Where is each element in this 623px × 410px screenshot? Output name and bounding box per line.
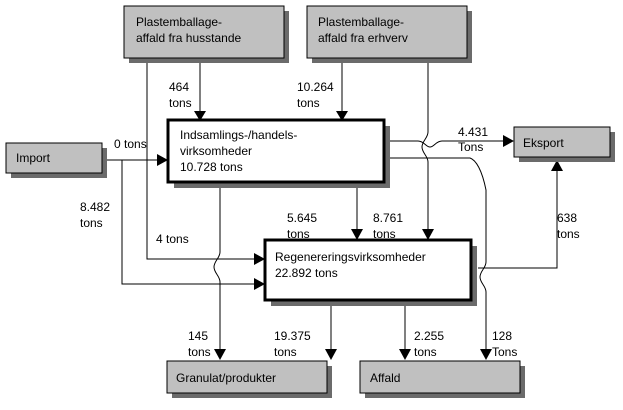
node-import-label: Import bbox=[16, 151, 51, 165]
flow-recycling-to-waste-value: 2.255 bbox=[414, 329, 444, 343]
node-waste-label: Affald bbox=[370, 371, 400, 385]
flow-collection-to-export-value: 4.431 bbox=[458, 125, 488, 139]
arrowheads bbox=[157, 111, 563, 360]
flow-collection-to-recycling-unit: tons bbox=[287, 227, 310, 241]
arrowhead-import-to-collection bbox=[157, 154, 168, 166]
flow-recycling-to-export-unit: tons bbox=[557, 227, 580, 241]
arrowhead-recycling-to-waste bbox=[399, 349, 411, 360]
flow-recycling-to-waste-unit: tons bbox=[414, 345, 437, 359]
line-household-to-recycling bbox=[146, 62, 256, 260]
flow-recycling-to-granulate-value: 19.375 bbox=[274, 329, 311, 343]
arrowhead-collection-to-waste bbox=[480, 349, 492, 360]
node-recycling-line2: 22.892 tons bbox=[275, 266, 338, 280]
arrowhead-collection-to-recycling bbox=[351, 229, 363, 240]
line-collection-to-export bbox=[386, 140, 504, 148]
node-collection-line3: 10.728 tons bbox=[180, 160, 243, 174]
node-import: Import bbox=[5, 142, 107, 178]
flow-business-to-collection-unit: tons bbox=[297, 96, 320, 110]
node-business-line2: affald fra erhverv bbox=[318, 31, 408, 45]
line-business-to-recycling bbox=[421, 62, 429, 231]
flow-import-to-recycling-unit: tons bbox=[80, 216, 103, 230]
flow-household-to-collection-value: 464 bbox=[169, 80, 189, 94]
arrowhead-recycling-to-export bbox=[551, 160, 563, 171]
arrowhead-business-to-recycling bbox=[422, 229, 434, 240]
flow-lines bbox=[102, 62, 558, 350]
arrowhead-household-to-recycling bbox=[254, 253, 265, 265]
flow-collection-to-waste-unit: Tons bbox=[492, 345, 517, 359]
arrowhead-household-to-collection bbox=[194, 111, 206, 121]
node-granulate-label: Granulat/produkter bbox=[176, 371, 276, 385]
line-recycling-to-export bbox=[478, 168, 558, 269]
node-business: Plastemballage- affald fra erhverv bbox=[306, 5, 472, 63]
flow-recycling-to-granulate-unit: tons bbox=[274, 345, 297, 359]
node-export-label: Eksport bbox=[523, 136, 564, 150]
node-household-line1: Plastemballage- bbox=[136, 15, 222, 29]
arrowhead-business-to-collection bbox=[336, 111, 348, 121]
flow-business-to-recycling-unit: tons bbox=[373, 227, 396, 241]
arrowhead-collection-to-export bbox=[503, 135, 514, 147]
node-export: Eksport bbox=[513, 126, 615, 162]
flow-collection-to-export-unit: Tons bbox=[458, 140, 483, 154]
node-business-line1: Plastemballage- bbox=[318, 15, 404, 29]
flow-business-to-recycling-value: 8.761 bbox=[373, 211, 403, 225]
line-collection-to-granulate bbox=[213, 185, 221, 350]
flow-collection-to-granulate-value: 145 bbox=[188, 329, 208, 343]
flow-import-to-recycling-value: 8.482 bbox=[80, 200, 110, 214]
node-granulate: Granulat/produkter bbox=[166, 360, 332, 398]
node-collection-line2: virksomheder bbox=[180, 144, 252, 158]
flow-collection-to-granulate-unit: tons bbox=[188, 345, 211, 359]
flow-import-to-collection-label: 0 tons bbox=[114, 137, 147, 151]
node-household: Plastemballage- affald fra husstande bbox=[123, 5, 289, 63]
arrowhead-import-to-recycling bbox=[254, 278, 265, 290]
node-recycling-line1: Regenereringsvirksomheder bbox=[275, 250, 426, 264]
arrowhead-recycling-to-granulate bbox=[325, 349, 337, 360]
node-household-line2: affald fra husstande bbox=[136, 31, 242, 45]
flow-collection-to-waste-value: 128 bbox=[492, 329, 512, 343]
flow-labels: 464 tons 10.264 tons 0 tons 8.482 tons 4… bbox=[80, 80, 580, 359]
node-collection-line1: Indsamlings-/handels- bbox=[180, 128, 297, 142]
node-waste: Affald bbox=[359, 360, 525, 398]
flow-household-to-collection-unit: tons bbox=[169, 96, 192, 110]
flow-collection-to-recycling-value: 5.645 bbox=[287, 211, 317, 225]
flow-household-to-recycling-label: 4 tons bbox=[156, 232, 189, 246]
flow-business-to-collection-value: 10.264 bbox=[297, 80, 334, 94]
node-recycling: Regenereringsvirksomheder 22.892 tons bbox=[263, 238, 477, 306]
arrowhead-collection-to-granulate bbox=[214, 349, 226, 360]
line-import-to-recycling bbox=[121, 160, 256, 285]
node-collection: Indsamlings-/handels- virksomheder 10.72… bbox=[166, 118, 390, 188]
line-collection-to-waste bbox=[386, 157, 487, 350]
flow-recycling-to-export-value: 638 bbox=[557, 211, 577, 225]
